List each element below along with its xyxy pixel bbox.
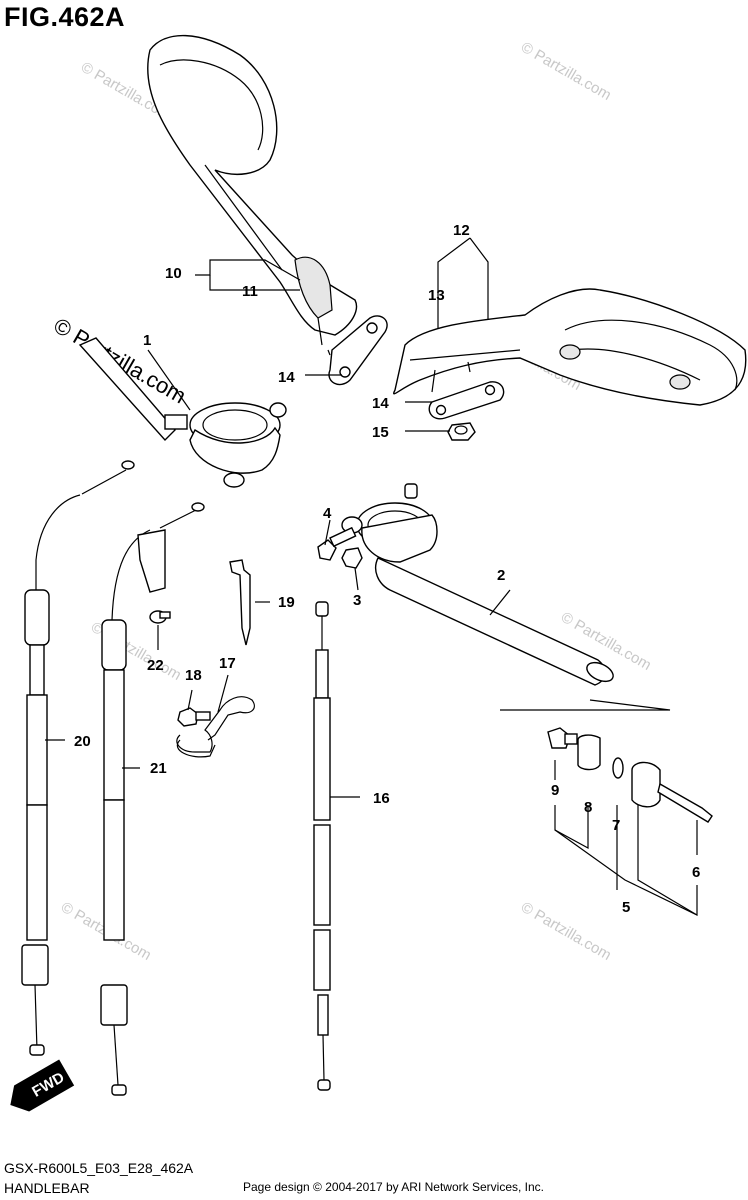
handlebar-clamp-left [78,337,287,488]
callout-14-right: 14 [372,395,389,412]
callout-6: 6 [692,864,700,881]
callout-19: 19 [278,594,295,611]
callout-14-left: 14 [278,369,295,386]
callout-11: 11 [242,283,258,300]
throttle-cable-20 [21,460,135,1056]
callout-13: 13 [428,287,445,304]
nut-15 [447,422,476,441]
callout-20: 20 [74,733,91,750]
copyright-notice: Page design © 2004-2017 by ARI Network S… [243,1180,545,1194]
leader-lines [45,237,698,916]
callout-labels: 1 2 3 4 5 6 7 8 9 10 11 12 13 14 14 15 1… [74,222,700,916]
bolt-4 [317,526,357,561]
callout-2: 2 [497,567,505,584]
left-mirror [147,34,358,356]
mirror-plate-right [428,381,505,420]
callout-15: 15 [372,424,389,441]
figure-title: FIG.462A [4,2,126,32]
clutch-cable-16 [313,601,331,1091]
callout-21: 21 [150,760,167,777]
callout-7: 7 [612,817,620,834]
throttle-cable-21 [100,502,205,1096]
balancer-assembly [500,699,713,823]
section-name: HANDLEBAR [4,1180,90,1196]
callout-4: 4 [323,505,332,522]
callout-18: 18 [185,667,202,684]
callout-9: 9 [551,782,559,799]
watermark-text: © Partzilla.com [518,39,614,104]
callout-8: 8 [584,799,592,816]
screw-22 [149,610,171,624]
watermarks: © Partzilla.com © Partzilla.com © Partzi… [50,39,655,964]
watermark-large-text: © Partzilla.com [50,313,191,409]
watermark-text: © Partzilla.com [518,899,614,964]
nut-3 [341,547,363,569]
clamp-17 [176,696,255,758]
mirror-plate-left [328,315,388,386]
callout-5: 5 [622,899,630,916]
callout-17: 17 [219,655,236,672]
callout-12: 12 [453,222,470,239]
right-mirror [393,288,747,406]
callout-22: 22 [147,657,164,674]
callout-10: 10 [165,265,182,282]
callout-3: 3 [353,592,361,609]
fwd-direction-badge: FWD [10,1059,75,1112]
callout-1: 1 [143,332,151,349]
model-code: GSX-R600L5_E03_E28_462A [4,1160,194,1176]
callout-16: 16 [373,790,390,807]
handlebar [341,483,614,686]
screw-18 [177,707,211,727]
clamp-19 [229,559,251,646]
